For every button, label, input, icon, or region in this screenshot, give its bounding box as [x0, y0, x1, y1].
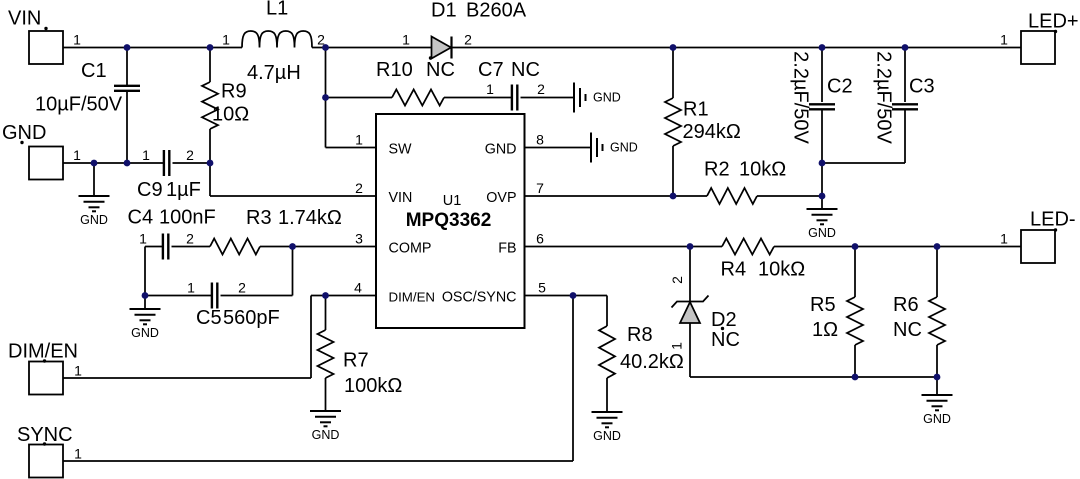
svg-text:2: 2 [186, 147, 194, 163]
svg-text:1: 1 [402, 32, 410, 48]
svg-text:1: 1 [74, 363, 82, 379]
svg-text:GND: GND [593, 91, 621, 105]
svg-text:8: 8 [536, 132, 544, 148]
svg-text:GND: GND [312, 428, 340, 442]
svg-text:1: 1 [355, 132, 363, 148]
svg-text:100kΩ: 100kΩ [344, 375, 402, 397]
svg-text:1: 1 [222, 32, 230, 48]
svg-text:GND: GND [610, 141, 638, 155]
svg-text:NC: NC [711, 329, 740, 351]
svg-text:COMP: COMP [389, 241, 432, 257]
svg-text:4.7µH: 4.7µH [247, 62, 301, 84]
svg-text:NC: NC [511, 59, 540, 81]
svg-text:10kΩ: 10kΩ [758, 258, 805, 280]
svg-text:1: 1 [1000, 32, 1008, 48]
svg-text:1: 1 [142, 147, 150, 163]
svg-text:FB: FB [498, 241, 516, 257]
svg-text:GND: GND [80, 213, 108, 227]
svg-text:VIN: VIN [8, 8, 41, 30]
svg-text:R3: R3 [246, 207, 272, 229]
svg-text:D2: D2 [711, 309, 737, 331]
svg-text:R2: R2 [704, 159, 730, 181]
svg-text:VIN: VIN [389, 190, 413, 206]
svg-text:GND: GND [923, 412, 951, 426]
svg-text:GND: GND [2, 122, 46, 144]
svg-text:R8: R8 [627, 324, 653, 346]
svg-text:2: 2 [238, 280, 246, 296]
svg-text:B260A: B260A [466, 0, 527, 22]
svg-text:C5: C5 [196, 307, 222, 329]
svg-text:2: 2 [355, 180, 363, 196]
svg-text:40.2kΩ: 40.2kΩ [620, 351, 684, 373]
svg-text:1: 1 [73, 32, 81, 48]
svg-text:DIM/EN: DIM/EN [8, 341, 78, 363]
svg-text:C1: C1 [81, 60, 107, 82]
svg-text:1: 1 [486, 81, 494, 97]
svg-text:2: 2 [317, 32, 325, 48]
svg-text:R7: R7 [343, 350, 369, 372]
svg-text:L1: L1 [266, 0, 288, 20]
svg-text:2.2µF/50V: 2.2µF/50V [790, 51, 812, 144]
svg-text:OSC/SYNC: OSC/SYNC [442, 290, 517, 306]
svg-text:2: 2 [186, 231, 194, 247]
svg-text:6: 6 [536, 231, 544, 247]
svg-text:GND: GND [593, 429, 621, 443]
svg-text:2: 2 [537, 81, 545, 97]
svg-text:R5: R5 [810, 294, 836, 316]
svg-text:R10: R10 [376, 59, 413, 81]
svg-text:SYNC: SYNC [17, 424, 73, 446]
svg-text:4: 4 [354, 280, 362, 296]
svg-text:1: 1 [187, 280, 195, 296]
svg-text:R4: R4 [721, 258, 747, 280]
svg-text:1.74kΩ: 1.74kΩ [278, 207, 342, 229]
svg-text:7: 7 [536, 180, 544, 196]
svg-text:1: 1 [1000, 231, 1008, 247]
svg-text:DIM/EN: DIM/EN [389, 290, 436, 305]
svg-text:2.2µF/50V: 2.2µF/50V [873, 51, 895, 144]
svg-text:1: 1 [74, 446, 82, 462]
svg-text:MPQ3362: MPQ3362 [406, 210, 492, 231]
svg-text:C2: C2 [827, 76, 853, 98]
svg-text:1: 1 [139, 231, 147, 247]
svg-text:R6: R6 [893, 294, 919, 316]
svg-text:C3: C3 [909, 76, 935, 98]
svg-text:LED+: LED+ [1028, 11, 1079, 33]
svg-text:100nF: 100nF [159, 207, 216, 229]
svg-text:U1: U1 [443, 193, 462, 209]
svg-text:NC: NC [893, 319, 922, 341]
svg-text:1: 1 [73, 147, 81, 163]
svg-text:OVP: OVP [486, 190, 516, 206]
svg-text:R9: R9 [221, 81, 247, 103]
svg-text:C7: C7 [478, 59, 504, 81]
svg-text:1Ω: 1Ω [812, 319, 838, 341]
svg-text:D1: D1 [431, 0, 457, 22]
svg-text:2: 2 [669, 276, 685, 284]
svg-text:C4: C4 [128, 207, 154, 229]
svg-text:560pF: 560pF [223, 307, 280, 329]
svg-text:GND: GND [808, 226, 836, 240]
svg-text:1: 1 [669, 342, 685, 350]
svg-text:NC: NC [426, 59, 455, 81]
svg-text:SW: SW [389, 142, 413, 158]
svg-text:GND: GND [131, 326, 159, 340]
svg-text:3: 3 [355, 231, 363, 247]
svg-text:2: 2 [464, 32, 472, 48]
svg-text:5: 5 [538, 280, 546, 296]
svg-text:LED-: LED- [1030, 209, 1076, 231]
svg-text:C9: C9 [137, 179, 163, 201]
svg-text:10µF/50V: 10µF/50V [35, 94, 123, 116]
svg-text:1µF: 1µF [166, 179, 201, 201]
svg-text:R1: R1 [683, 99, 709, 121]
svg-text:10kΩ: 10kΩ [739, 159, 786, 181]
svg-text:GND: GND [485, 142, 517, 158]
svg-text:10Ω: 10Ω [212, 104, 249, 126]
svg-text:294kΩ: 294kΩ [683, 121, 741, 143]
